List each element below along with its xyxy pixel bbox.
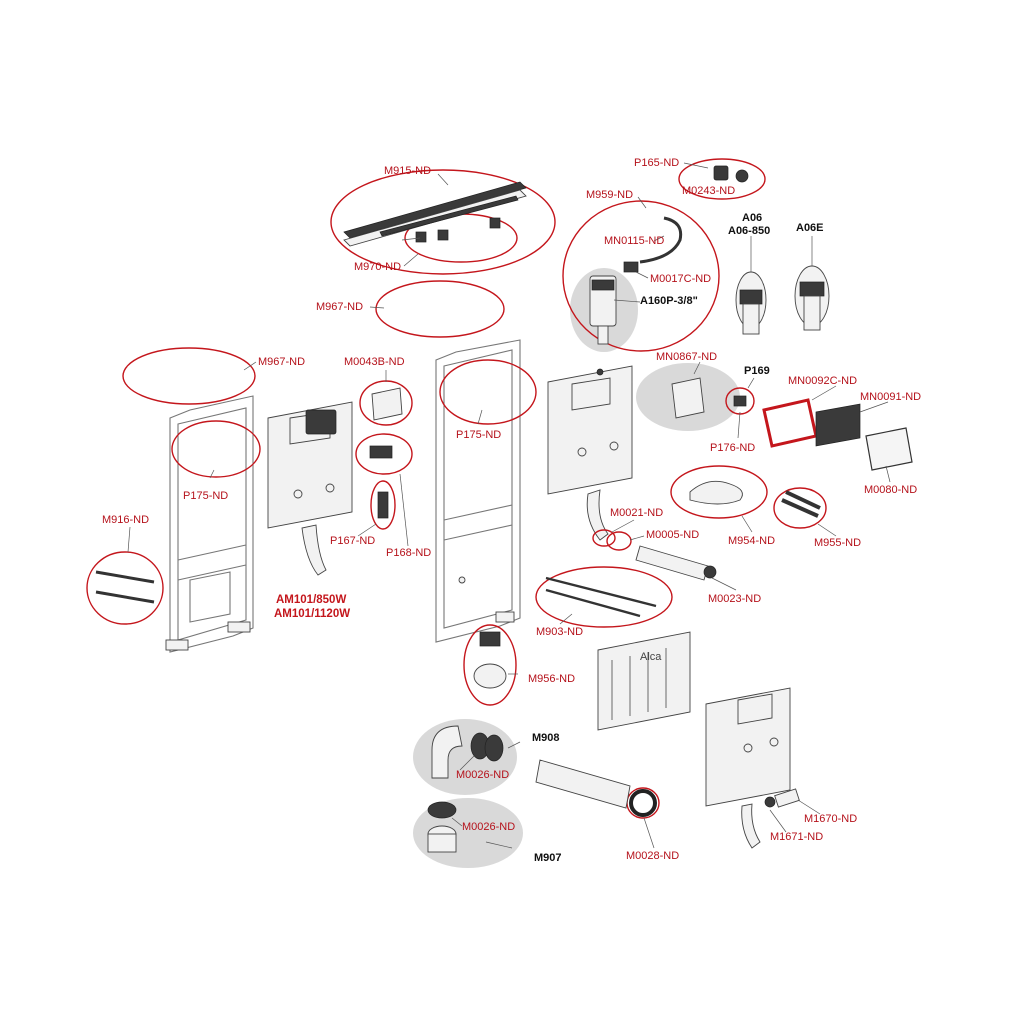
m0028-pipe — [535, 759, 657, 817]
label-a160p: A160P-3/8" — [640, 295, 698, 307]
label-m0017c: M0017C-ND — [650, 273, 711, 285]
label-mn0115: MN0115-ND — [604, 235, 664, 247]
m1670-fitting — [764, 788, 800, 808]
m955-ring — [773, 487, 827, 529]
left-installation-frame — [165, 395, 254, 653]
m967-top-ring — [375, 280, 505, 338]
label-m0243: M0243-ND — [682, 185, 735, 197]
m0023-pipe — [635, 545, 717, 581]
label-a06e: A06E — [796, 222, 824, 234]
middle-installation-frame — [435, 339, 521, 643]
label-mn0091: MN0091-ND — [860, 391, 921, 403]
p175-mid-ring — [439, 359, 537, 425]
label-p165: P165-ND — [634, 157, 679, 169]
left-cistern — [267, 401, 353, 576]
m954-ring — [670, 465, 768, 519]
middle-cistern — [547, 365, 633, 541]
m907-connector — [427, 801, 457, 853]
label-p167: P167-ND — [330, 535, 375, 547]
label-m916: M916-ND — [102, 514, 149, 526]
label-m955: M955-ND — [814, 537, 861, 549]
m903-rods — [545, 576, 657, 618]
leader-lines — [127, 162, 891, 849]
a160p-float-valve — [589, 275, 617, 345]
label-m956: M956-ND — [528, 673, 575, 685]
label-m0005: M0005-ND — [646, 529, 699, 541]
m954-part — [689, 480, 743, 505]
part-labels: M915-ND M970-ND P165-ND M0243-ND M959-ND… — [102, 157, 921, 864]
label-p169: P169 — [744, 365, 770, 377]
mn0091-box — [815, 403, 861, 447]
p165-group-ring — [678, 158, 766, 200]
label-m0028: M0028-ND — [626, 850, 679, 862]
m955-bolts — [781, 490, 821, 518]
p167-ring — [370, 480, 396, 530]
mn0092c-frame — [762, 398, 818, 448]
label-mn0092c: MN0092C-ND — [788, 375, 857, 387]
label-m908: M908 — [532, 732, 560, 744]
m0080-plate — [865, 427, 913, 471]
p175-left-ring — [171, 420, 261, 478]
m908-highlight — [413, 719, 517, 795]
label-m954: M954-ND — [728, 535, 775, 547]
label-p175-left: P175-ND — [183, 490, 228, 502]
m0005-ring — [606, 531, 632, 551]
a06-flush-valve — [735, 236, 767, 335]
m970-fasteners — [401, 217, 501, 243]
label-am101-1120w: AM101/1120W — [274, 608, 350, 620]
label-m967-left: M967-ND — [258, 356, 305, 368]
label-m1670: M1670-ND — [804, 813, 857, 825]
label-m970: M970-ND — [354, 261, 401, 273]
compact-cistern — [705, 687, 791, 849]
m0017c-part — [623, 261, 639, 273]
mn0115-hose — [639, 216, 683, 264]
m0043b-plate — [371, 387, 403, 421]
label-m959: M959-ND — [586, 189, 633, 201]
label-a06-850: A06-850 — [728, 225, 770, 237]
m956-ring — [463, 624, 517, 706]
m915-rails — [343, 181, 527, 247]
label-m915: M915-ND — [384, 165, 431, 177]
p168-part — [369, 445, 393, 459]
label-p168: P168-ND — [386, 547, 431, 559]
label-p176: P176-ND — [710, 442, 755, 454]
m956-clamp — [473, 631, 507, 689]
m916-bolts — [95, 570, 155, 604]
label-m0043b: M0043B-ND — [344, 356, 405, 368]
m915-group-ring — [330, 169, 556, 275]
label-m0026-b: M0026-ND — [462, 821, 515, 833]
p168-ring — [355, 433, 413, 475]
label-mn0867: MN0867-ND — [656, 351, 717, 363]
m908-elbow — [431, 725, 504, 779]
label-m0021: M0021-ND — [610, 507, 663, 519]
m967-left-ring — [122, 347, 256, 405]
label-am101-850w: AM101/850W — [276, 594, 346, 606]
p167-part — [377, 491, 389, 519]
label-m967-top: M967-ND — [316, 301, 363, 313]
label-p175-mid: P175-ND — [456, 429, 501, 441]
m903-ring — [535, 566, 673, 628]
label-a06: A06 — [742, 212, 762, 224]
p176-part — [733, 395, 747, 407]
m916-ring — [86, 551, 164, 625]
label-m1671: M1671-ND — [770, 831, 823, 843]
label-m0026-a: M0026-ND — [456, 769, 509, 781]
mn0867-bracket — [671, 377, 705, 419]
cistern-box: Alca — [597, 631, 691, 731]
p165-parts — [713, 165, 749, 183]
brand-logo-text: Alca — [640, 651, 662, 663]
a06e-flush-valve — [794, 236, 830, 331]
label-m0080: M0080-ND — [864, 484, 917, 496]
label-m0023: M0023-ND — [708, 593, 761, 605]
label-m907: M907 — [534, 852, 562, 864]
label-m903: M903-ND — [536, 626, 583, 638]
m0021-ring — [592, 529, 616, 547]
